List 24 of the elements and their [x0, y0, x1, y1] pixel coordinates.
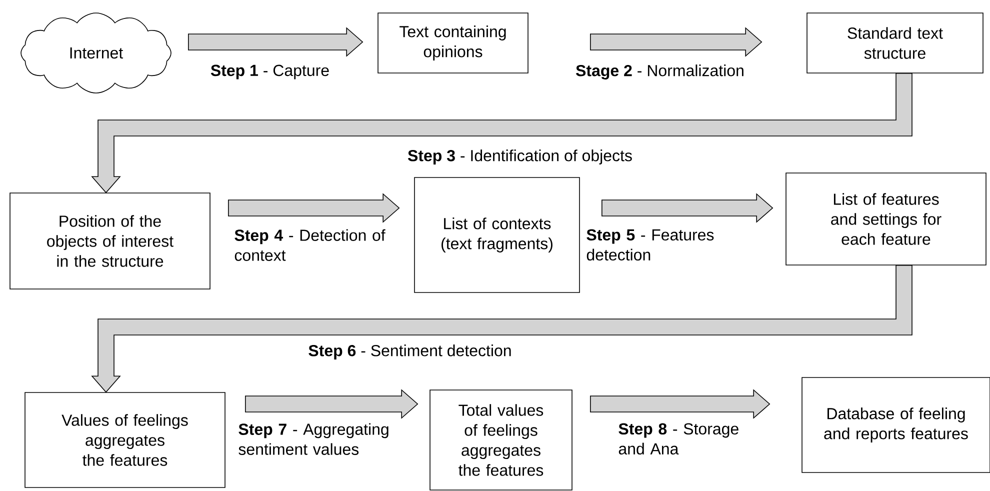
process-box: List of features and settings for each feature: [786, 172, 986, 266]
process-box: Values of feelings aggregates the features: [24, 392, 226, 488]
process-box: Database of feeling and reports features: [802, 377, 990, 473]
process-box: Standard text structure: [806, 12, 984, 74]
block-arrow: [228, 193, 400, 223]
block-arrow: [590, 27, 762, 57]
block-arrow: [91, 265, 912, 393]
edge-label: Step 8 - Storage and Ana: [618, 423, 738, 455]
edge-label: Step 6 - Sentiment detection: [308, 344, 511, 360]
edge-label: Step 4 - Detection of context: [234, 229, 386, 261]
block-arrow: [602, 193, 774, 223]
block-arrow: [590, 389, 770, 419]
block-arrow: [245, 389, 418, 419]
edge-label: Step 1 - Capture: [210, 64, 329, 80]
block-arrow: [91, 73, 912, 194]
process-box: Position of the objects of interest in the structure: [10, 192, 210, 290]
edge-label: Step 7 - Aggregating sentiment values: [238, 423, 388, 455]
process-box: Text containing opinions: [378, 12, 528, 74]
edge-label: Step 3 - Identification of objects: [408, 150, 632, 164]
process-box: Total values of feelings aggregates the features: [430, 390, 572, 490]
edge-label: Step 5 - Features detection: [586, 229, 714, 261]
process-box: List of contexts (text fragments): [414, 177, 580, 293]
edge-label: Stage 2 - Normalization: [576, 64, 744, 80]
block-arrow: [188, 27, 364, 57]
